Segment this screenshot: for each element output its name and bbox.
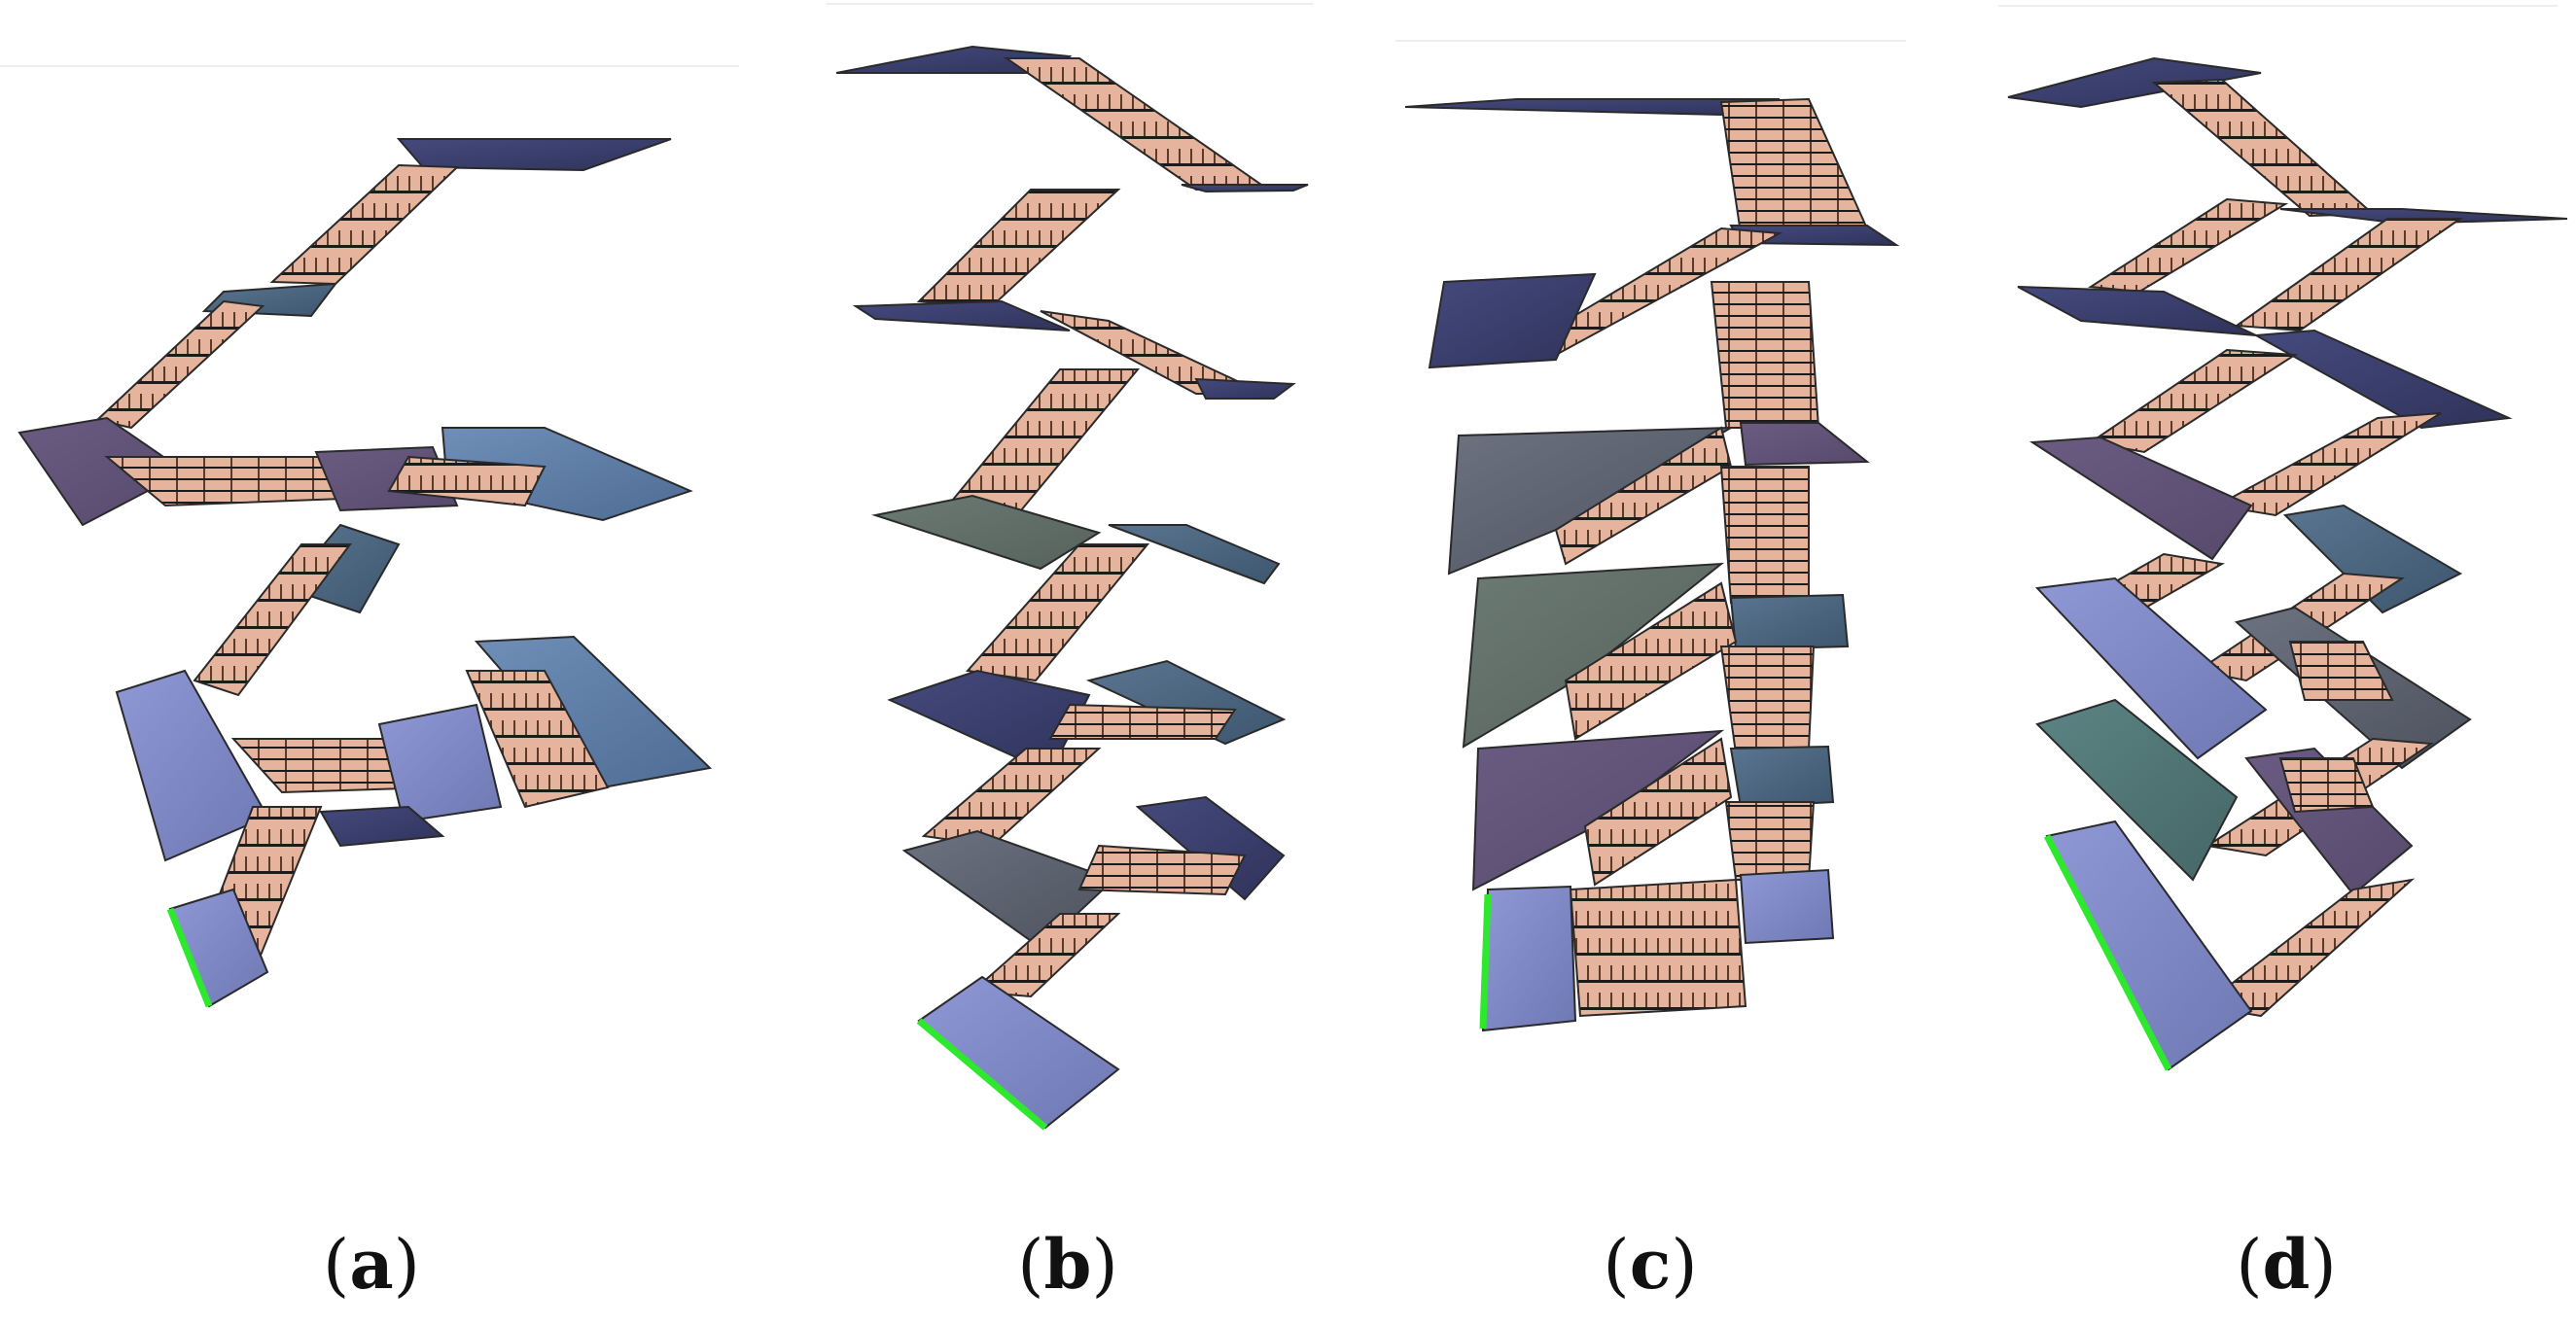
panel-c-landing [1729, 745, 1835, 809]
panel-b-landing [1194, 377, 1296, 400]
panel-b-flight [970, 913, 1121, 998]
panel-b-flight [1077, 844, 1247, 896]
panel-b-flight [966, 543, 1150, 682]
panel-b-start-edge [916, 1018, 1048, 1131]
panel-c-landing [1428, 272, 1597, 369]
panel-d-landing [2279, 208, 2568, 226]
panel-b-label: (b) [1017, 1224, 1118, 1305]
panel-b-landing [852, 299, 1071, 332]
panel-a-flight [269, 163, 460, 286]
panel-a-flight [387, 455, 547, 507]
panel-c-flight [1710, 281, 1820, 429]
panel-c-flight [1569, 878, 1747, 1018]
panel-d-flight [2234, 218, 2464, 332]
panel-b-landing-top [835, 45, 1073, 74]
panel-c-landing [1729, 593, 1850, 651]
panel-b-flight [1048, 703, 1237, 740]
panel-b-flight [921, 748, 1102, 848]
panel-d-flight [2278, 757, 2375, 814]
panel-b-flight [916, 189, 1121, 308]
panel-b-landing [887, 669, 1091, 775]
panel-c-landing [1739, 422, 1870, 467]
panel-d-flight [2151, 78, 2376, 218]
panel-d-landing [2034, 576, 2268, 760]
panel-c-start-edge [1479, 893, 1492, 1029]
panel-c-flight [1719, 97, 1869, 235]
panel-c-landing [1739, 868, 1835, 945]
panel-c-label: (c) [1603, 1224, 1697, 1305]
panel-d-start-edge [2043, 834, 2172, 1071]
panel-c-start-landing [1481, 885, 1577, 1032]
panel-d-flight [2200, 878, 2416, 1018]
panel-a-flight [94, 299, 265, 430]
panel-a-flight [193, 543, 352, 697]
panel-a [0, 65, 739, 1008]
panel-a-label: (a) [323, 1224, 420, 1305]
panel-d-flight [2288, 641, 2394, 701]
panel-c-flight [1719, 466, 1810, 605]
panel-b-landing [871, 494, 1102, 571]
panel-b-landing [1108, 524, 1281, 585]
panel-d-flight [2088, 197, 2289, 294]
panel-a-landing [319, 805, 445, 848]
panel-d-landing [2029, 436, 2253, 561]
panel-d-landing [2017, 286, 2257, 336]
panel-a-flight [465, 670, 610, 809]
panel-d-label: (d) [2236, 1224, 2337, 1305]
panel-c-flight [1724, 801, 1816, 881]
panel-d-landing [2252, 329, 2513, 430]
panel-b-flight [945, 368, 1141, 512]
panel-a-landing-top [396, 138, 672, 172]
panel-c-flight [1564, 581, 1738, 741]
panel-c-flight [1583, 737, 1733, 887]
panel-a-landing [377, 703, 503, 823]
panel-c [1395, 40, 1906, 1032]
panel-d-flight [2088, 348, 2299, 454]
panel-c-flight [1719, 646, 1816, 755]
panel-d [1998, 5, 2568, 1071]
panel-b [827, 3, 1313, 1131]
panel-d-landing [2035, 698, 2239, 882]
panel-b-flight [1003, 57, 1268, 192]
panel-d-flight [2213, 412, 2442, 517]
panel-d-landing-top [2007, 56, 2262, 109]
panel-a-start-edge [166, 907, 213, 1008]
panel-b-landing [1181, 184, 1309, 193]
